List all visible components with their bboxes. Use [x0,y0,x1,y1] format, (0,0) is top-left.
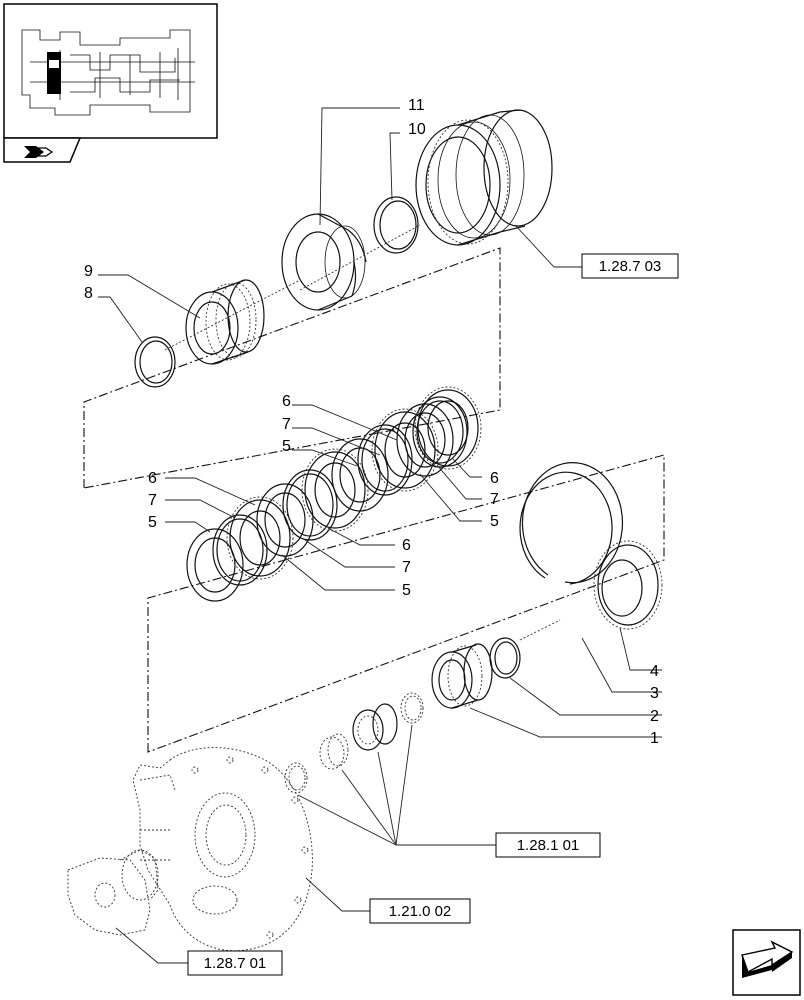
callout-7-upper-right: 7 [490,491,499,508]
callout-6-upper-right: 6 [490,470,499,487]
clutch-disc-pack[interactable] [186,386,482,602]
callout-6-lower-right: 6 [402,537,411,554]
reference-label-1-28-7-03: 1.28.7 03 [599,258,662,275]
assembly-location-thumbnail[interactable] [3,3,218,139]
disc-6-lower [226,496,294,580]
previous-page-arrow-icon[interactable] [3,137,82,163]
reference-label-1-28-1-01: 1.28.1 01 [517,837,580,854]
disc-6-upper [371,408,439,492]
callout-7-lower-left: 7 [148,492,157,509]
callout-6-lower-left: 6 [148,470,157,487]
callout-8: 8 [84,285,93,302]
reference-housing-1-21-0-02[interactable] [132,747,313,952]
reference-box-1-28-1-01[interactable]: 1.28.1 01 [495,832,601,858]
callout-5-upper-right: 5 [490,513,499,530]
disc-6-lower-b [301,448,369,532]
callout-6-upper-left: 6 [282,393,291,410]
disc-7-upper-b [412,396,468,468]
part-8-snap-ring[interactable] [134,336,176,388]
part-2-ring[interactable] [489,637,521,679]
callout-labels: 11 10 9 8 6 7 5 6 7 5 6 7 5 6 7 5 4 3 2 … [84,97,659,747]
callout-10: 10 [408,121,426,138]
callout-5-upper-left: 5 [282,438,291,455]
reference-label-1-28-7-01: 1.28.7 01 [204,955,267,972]
reference-box-1-21-0-02[interactable]: 1.21.0 02 [369,898,471,924]
callout-3: 3 [650,685,659,702]
callout-1: 1 [650,730,659,747]
callout-7-upper-left: 7 [282,416,291,433]
callout-5-lower-left: 5 [148,514,157,531]
part-1-spline-sleeve[interactable] [431,643,493,709]
reference-group-1-28-1-01-parts[interactable] [284,692,424,794]
part-9-spline-hub[interactable] [185,279,265,365]
next-page-arrow-icon[interactable] [732,929,801,996]
callout-5-lower-right: 5 [402,582,411,599]
callout-2: 2 [650,708,659,725]
part-4-toothed-plate[interactable] [593,540,663,630]
leader-lines [98,107,662,964]
reference-part-1-28-7-01[interactable] [67,849,159,936]
reference-box-1-28-7-01[interactable]: 1.28.7 01 [187,950,283,976]
reference-label-1-21-0-02: 1.21.0 02 [389,903,452,920]
part-10-snap-ring[interactable] [373,196,419,254]
callout-9: 9 [84,263,93,280]
reference-drum-1-28-7-03[interactable] [415,109,553,246]
upper-group-frame [83,247,501,489]
callout-4: 4 [650,663,659,680]
reference-box-1-28-7-03[interactable]: 1.28.7 03 [581,253,679,279]
callout-11: 11 [408,97,425,114]
disc-7-lower [212,514,268,586]
callout-7-lower-right: 7 [402,559,411,576]
part-3-circlip[interactable] [519,462,624,585]
lower-group-frame [147,454,665,753]
part-11-bearing[interactable] [281,213,421,311]
disc-6-upper-b [414,386,482,470]
